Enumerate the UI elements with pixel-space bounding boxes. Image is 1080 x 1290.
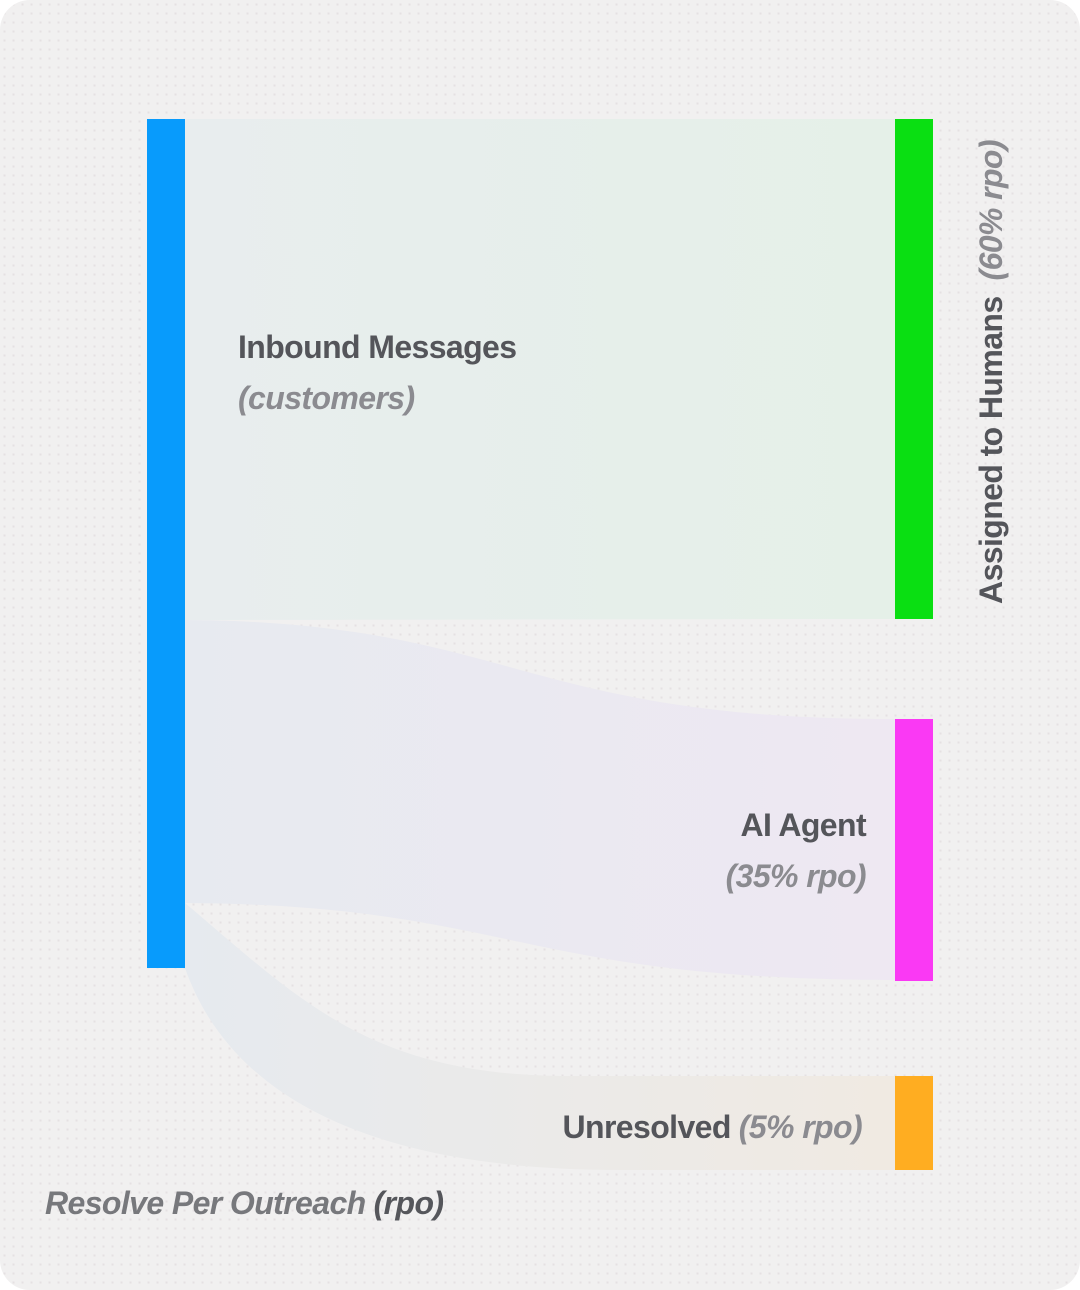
source-node-label: Inbound Messages (customers) [238, 322, 517, 424]
flow-unresolved [185, 903, 895, 1170]
source-node-bar-inbound-messages [147, 119, 185, 968]
target-node-bar-assigned-to-humans [895, 119, 933, 619]
target-title-assigned-to-humans: Assigned to Humans [973, 296, 1009, 604]
target-node-bar-unresolved [895, 1076, 933, 1170]
target-value-ai-agent: (35% rpo) [725, 858, 867, 895]
caption-text: Resolve Per Outreach [45, 1185, 366, 1221]
source-node-title: Inbound Messages [238, 329, 517, 365]
target-title-ai-agent: AI Agent [740, 807, 866, 843]
target-label-unresolved: Unresolved(5% rpo) [563, 1102, 863, 1153]
flow-ai-agent [185, 620, 895, 980]
chart-caption: Resolve Per Outreach(rpo) [45, 1178, 444, 1229]
target-node-bar-ai-agent [895, 719, 933, 981]
source-node-subtitle: (customers) [238, 380, 415, 417]
target-title-unresolved: Unresolved [562, 1109, 732, 1145]
target-value-unresolved: (5% rpo) [738, 1109, 863, 1145]
target-value-assigned-to-humans: (60% rpo) [973, 140, 1009, 281]
target-label-ai-agent: AI Agent (35% rpo) [725, 800, 867, 902]
flow-humans [185, 119, 895, 620]
caption-abbreviation: (rpo) [373, 1185, 444, 1221]
target-label-assigned-to-humans: Assigned to Humans (60% rpo) [966, 137, 1009, 607]
